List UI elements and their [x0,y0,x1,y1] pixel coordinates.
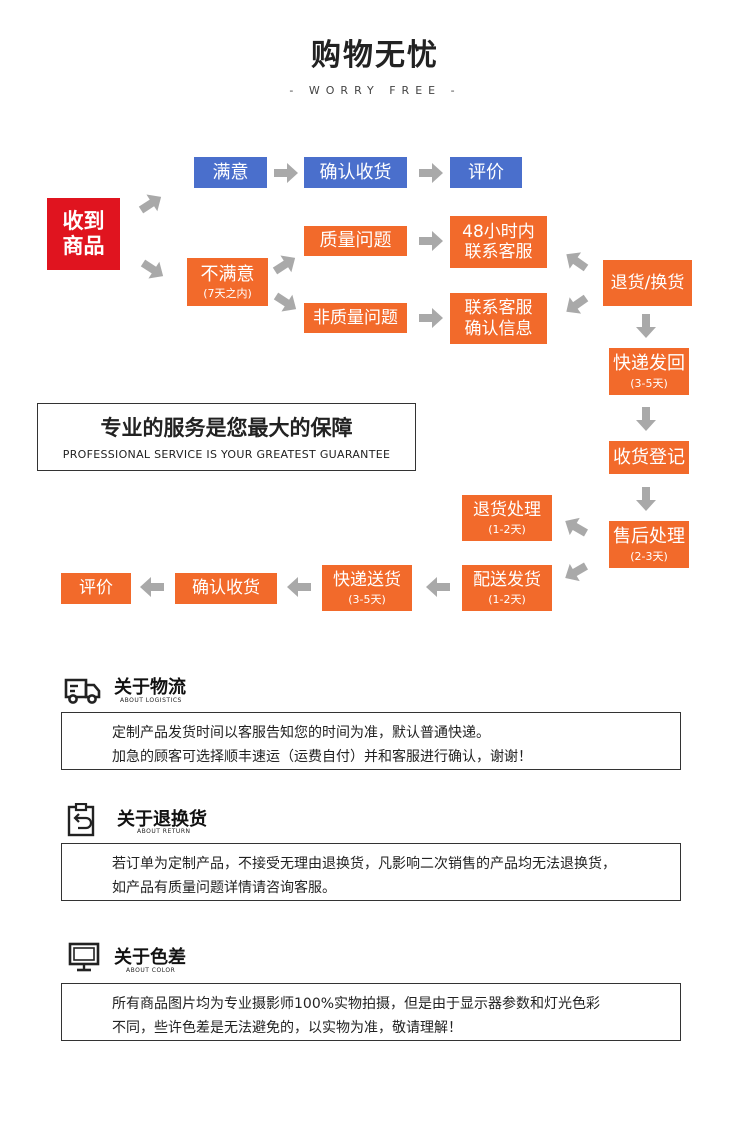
returns-line-1: 若订单为定制产品，不接受无理由退换货，凡影响二次销售的产品均无法退换货， [112,856,616,872]
arrow-down-right-icon [137,254,169,285]
returns-subtitle: ABOUT RETURN [137,828,191,835]
color-info-box: 所有商品图片均为专业摄影师100%实物拍摄，但是由于显示器参数和灯光色彩 不同，… [61,983,681,1041]
arrow-right-icon [419,231,443,251]
arrow-up-right-icon [269,249,301,280]
flow-arrows [135,163,656,597]
arrow-down-icon [636,487,656,511]
return-processing-label: 退货处理 [473,500,541,521]
arrow-up-left-icon [560,246,592,277]
banner-title: 专业的服务是您最大的保障 [100,416,353,440]
dispatch-box: 配送发货 (1-2天) [462,565,552,611]
logistics-subtitle: ABOUT LOGISTICS [120,697,182,704]
arrow-down-left-icon [560,289,592,320]
express-delivery-note: (3-5天) [348,592,386,606]
page-subtitle: - WORRY FREE - [289,84,461,97]
color-title: 关于色差 [114,947,186,968]
arrow-down-left-icon [560,557,591,587]
arrow-left-icon [140,577,164,597]
unsatisfied-label: 不满意 [200,263,255,285]
confirm-receipt-2-box: 确认收货 [175,573,277,604]
express-back-label: 快递发回 [613,353,685,375]
arrow-right-icon [274,163,298,183]
returns-line-2: 如产品有质量问题详情请咨询客服。 [112,880,336,896]
review-box: 评价 [450,157,522,188]
banner-subtitle: PROFESSIONAL SERVICE IS YOUR GREATEST GU… [62,448,391,461]
review-2-box: 评价 [61,573,131,604]
returns-title: 关于退换货 [117,809,207,830]
express-back-note: (3-5天) [630,376,668,390]
after-sales-label: 售后处理 [613,526,685,548]
monitor-icon [68,942,100,972]
received-goods-box: 收到 商品 [47,198,120,270]
return-clipboard-icon [67,803,95,837]
receipt-register-box: 收货登记 [609,441,689,474]
logistics-line-1: 定制产品发货时间以客服告知您的时间为准，默认普通快递。 [112,725,490,741]
arrow-left-icon [287,577,311,597]
logistics-line-2: 加急的顾客可选择顺丰速运（运费自付）并和客服进行确认，谢谢！ [112,749,532,765]
arrow-up-right-icon [135,188,167,219]
after-sales-box: 售后处理 (2-3天) [609,521,689,568]
arrow-left-icon [426,577,450,597]
color-line-1: 所有商品图片均为专业摄影师100%实物拍摄，但是由于显示器参数和灯光色彩 [112,996,601,1012]
quality-issue-box: 质量问题 [304,226,407,256]
dispatch-label: 配送发货 [473,570,541,591]
arrow-right-icon [419,308,443,328]
dispatch-note: (1-2天) [488,592,526,606]
guarantee-banner: 专业的服务是您最大的保障 PROFESSIONAL SERVICE IS YOU… [37,403,416,471]
confirm-receipt-box: 确认收货 [304,157,407,188]
express-delivery-label: 快递送货 [333,570,401,591]
logistics-info-box: 定制产品发货时间以客服告知您的时间为准，默认普通快递。 加急的顾客可选择顺丰速运… [61,712,681,770]
contact-48h-box: 48小时内 联系客服 [450,216,547,268]
truck-icon [64,678,101,704]
non-quality-issue-box: 非质量问题 [304,303,407,333]
returns-info-box: 若订单为定制产品，不接受无理由退换货，凡影响二次销售的产品均无法退换货， 如产品… [61,843,681,901]
unsatisfied-box: 不满意 (7天之内) [187,258,268,306]
return-exchange-box: 退货/换货 [603,260,692,306]
express-back-box: 快递发回 (3-5天) [609,348,689,395]
color-line-2: 不同，些许色差是无法避免的，以实物为准，敬请理解！ [112,1020,462,1036]
arrow-down-icon [636,407,656,431]
arrow-up-left-icon [560,512,591,542]
return-processing-note: (1-2天) [488,522,526,536]
express-delivery-box: 快递送货 (3-5天) [322,565,412,611]
color-subtitle: ABOUT COLOR [126,967,176,974]
contact-confirm-box: 联系客服 确认信息 [450,293,547,344]
arrow-down-icon [636,314,656,338]
arrow-right-icon [419,163,443,183]
satisfied-box: 满意 [194,157,267,188]
return-processing-box: 退货处理 (1-2天) [462,495,552,541]
page-title: 购物无忧 [311,38,439,73]
logistics-title: 关于物流 [114,677,186,698]
after-sales-note: (2-3天) [630,549,668,563]
arrow-down-right-icon [270,287,302,318]
unsatisfied-note: (7天之内) [203,287,252,301]
